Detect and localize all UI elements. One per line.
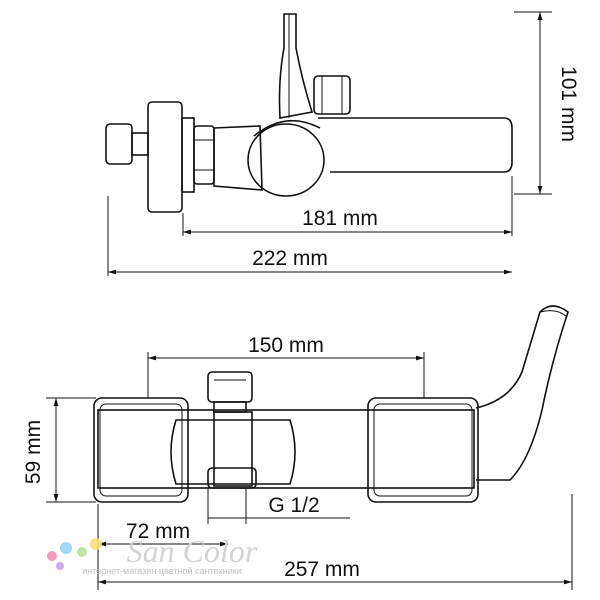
watermark-dot [60,542,72,554]
dim-height-top-label: 101 mm [557,66,580,142]
dim-total-depth-label: 222 mm [252,247,328,270]
watermark: San Color интернет-магазин цветной санте… [47,533,258,576]
dim-body-length-label: 181 mm [302,207,378,230]
dim-total-length-label: 257 mm [284,558,360,581]
front-view [46,305,573,590]
watermark-subtitle: интернет-магазин цветной сантехники [82,566,242,576]
watermark-dot [90,538,102,550]
watermark-dot [56,562,64,570]
dim-height-front-label: 59 mm [22,420,45,484]
dim-center-distance-label: 150 mm [248,334,324,357]
dim-inlet-offset-label: 72 mm [126,520,190,543]
top-view [105,11,552,276]
watermark-logo: San Color [127,533,258,569]
watermark-dot [77,547,87,557]
watermark-dot [47,551,57,561]
dim-thread-label: G 1/2 [268,494,319,517]
